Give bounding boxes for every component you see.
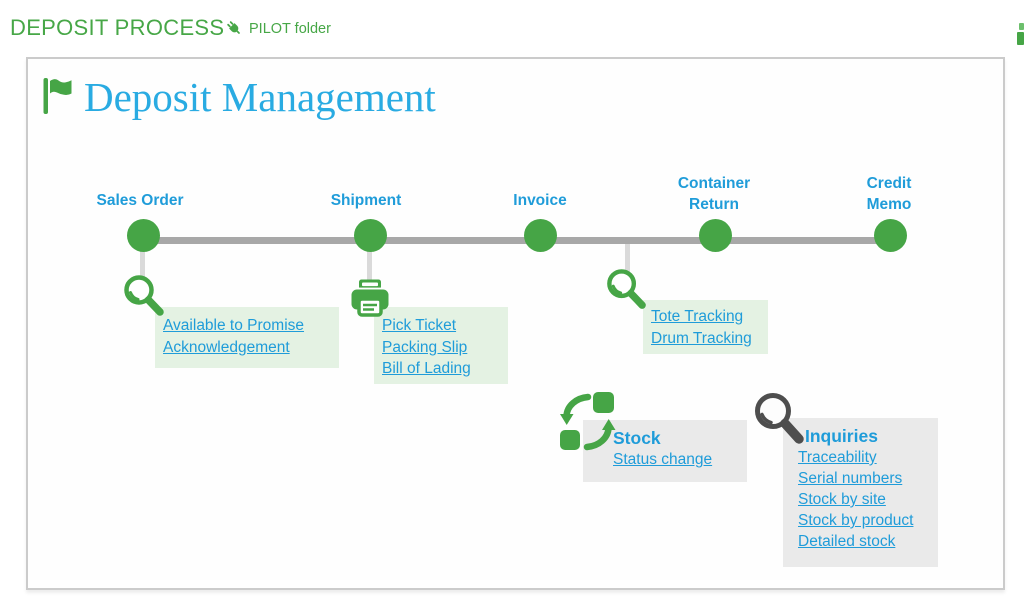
link-drum-tracking[interactable]: Drum Tracking [651, 329, 752, 347]
link-packing-slip[interactable]: Packing Slip [382, 338, 468, 356]
timeline-node-invoice[interactable] [523, 219, 557, 252]
plug-icon [227, 21, 240, 34]
page-header-title: DEPOSIT PROCESS [10, 15, 225, 40]
link-bill-of-lading[interactable]: Bill of Lading [382, 360, 471, 377]
timeline-label-credit-memo: Credit Memo [866, 175, 912, 213]
timeline-label-invoice: Invoice [513, 192, 567, 209]
timeline-line [143, 237, 890, 244]
magnifier-icon [124, 275, 164, 316]
timeline-node-container-return[interactable] [698, 219, 732, 252]
link-tote-tracking[interactable]: Tote Tracking [651, 308, 744, 325]
timeline-node-credit-memo[interactable] [873, 219, 907, 252]
link-stock-by-product[interactable]: Stock by product [798, 512, 914, 529]
page-title: Deposit Management [84, 74, 436, 120]
magnifier-icon [755, 393, 804, 444]
link-acknowledgement[interactable]: Acknowledgement [163, 338, 290, 356]
link-serial-numbers[interactable]: Serial numbers [798, 470, 903, 487]
stock-title: Stock [613, 428, 661, 448]
timeline-label-sales-order: Sales Order [96, 192, 184, 209]
link-status-change[interactable]: Status change [613, 451, 713, 468]
connector-line [625, 244, 630, 274]
folder-indicator: PILOT folder [226, 20, 331, 37]
stock-box: Stock Status change [583, 420, 747, 482]
shipment-links-box: Pick Ticket Packing Slip Bill of Lading [374, 307, 508, 384]
clipped-toolbar-icon[interactable] [1016, 23, 1024, 50]
timeline-node-sales-order[interactable] [126, 219, 160, 252]
sales-order-links-box: Available to Promise Acknowledgement [155, 307, 339, 368]
connector-line [140, 250, 145, 284]
folder-label: PILOT folder [249, 20, 331, 37]
timeline-node-shipment[interactable] [353, 219, 387, 252]
swap-icon [560, 392, 616, 451]
timeline-label-shipment: Shipment [330, 192, 402, 209]
inquiries-box: Inquiries Traceability Serial numbers St… [783, 418, 938, 567]
link-detailed-stock[interactable]: Detailed stock [798, 533, 896, 550]
connector-line [367, 250, 372, 284]
link-available-to-promise[interactable]: Available to Promise [163, 317, 305, 334]
flag-icon [43, 78, 72, 114]
link-stock-by-site[interactable]: Stock by site [798, 491, 886, 508]
inquiries-title: Inquiries [805, 426, 878, 446]
link-pick-ticket[interactable]: Pick Ticket [382, 317, 457, 334]
magnifier-icon [607, 269, 646, 309]
printer-icon [351, 279, 389, 317]
container-tracking-links-box: Tote Tracking Drum Tracking [643, 300, 768, 354]
link-traceability[interactable]: Traceability [798, 449, 877, 466]
timeline-label-container-return: Container Return [677, 175, 751, 213]
